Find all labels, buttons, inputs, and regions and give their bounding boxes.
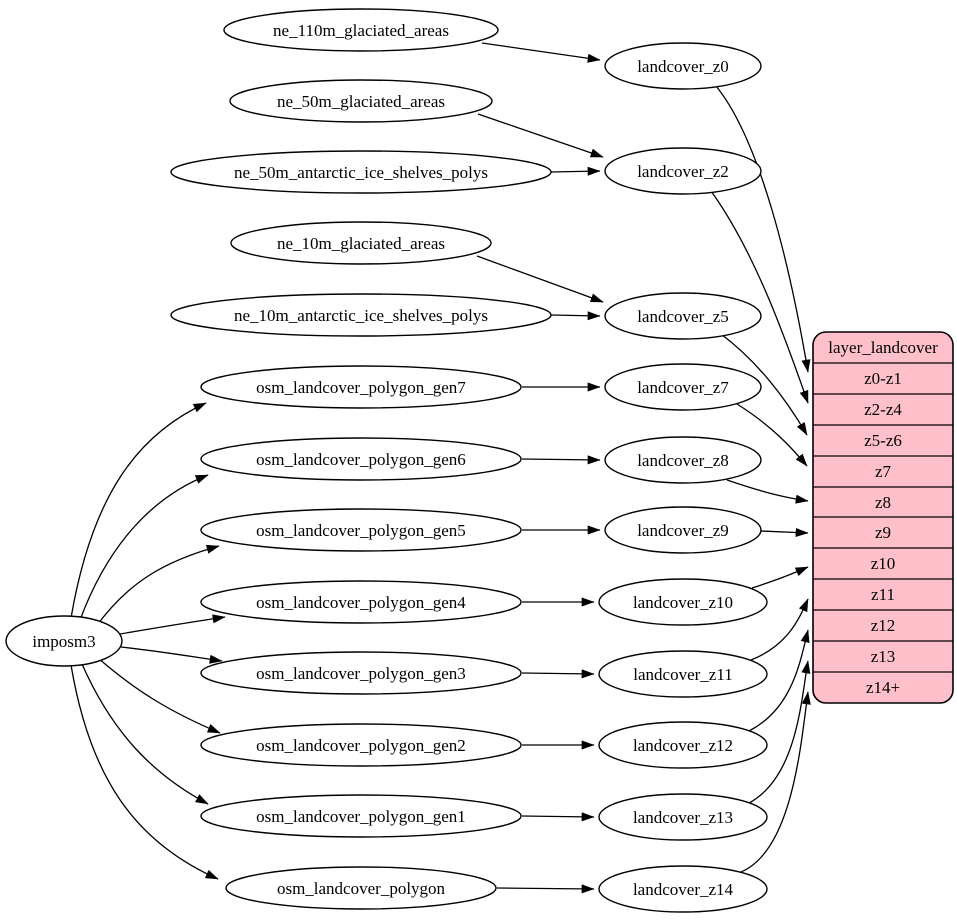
node-label: osm_landcover_polygon: [277, 879, 446, 898]
edge-z0-row0: [715, 85, 811, 373]
edge-z14-row10: [740, 691, 811, 873]
node-imposm3: imposm3: [5, 615, 123, 667]
node-label: landcover_z10: [633, 593, 733, 612]
node-label: osm_landcover_polygon_gen7: [256, 378, 466, 397]
edge-z12-row8: [748, 629, 810, 732]
node-label: landcover_z14: [633, 880, 734, 899]
edge-z7-row3: [736, 403, 808, 467]
edge-z13-row9: [748, 660, 811, 804]
layer-row-z2-z4: z2-z4: [864, 400, 902, 419]
node-landcover-z10: landcover_z10: [598, 578, 768, 626]
node-osm-landcover-polygon-gen1: osm_landcover_polygon_gen1: [200, 794, 522, 838]
node-osm-landcover-polygon-gen6: osm_landcover_polygon_gen6: [200, 437, 522, 481]
node-landcover-z14: landcover_z14: [598, 865, 768, 913]
node-landcover-z9: landcover_z9: [604, 506, 762, 554]
layer-table-header: layer_landcover: [828, 338, 938, 357]
edge-z2-row1: [710, 190, 809, 404]
node-ne-50m-glaciated-areas: ne_50m_glaciated_areas: [229, 79, 493, 123]
node-landcover-z11: landcover_z11: [598, 650, 768, 698]
node-label: landcover_z2: [637, 162, 729, 181]
edge-imposm3-gen3: [120, 646, 223, 664]
node-label: osm_landcover_polygon_gen5: [256, 521, 466, 540]
node-ne-110m-glaciated-areas: ne_110m_glaciated_areas: [223, 8, 499, 52]
node-landcover-z7: landcover_z7: [604, 363, 762, 411]
edge-z5-row2: [720, 333, 808, 436]
node-label: osm_landcover_polygon_gen6: [256, 450, 466, 469]
edge-imposm3-polygon: [70, 664, 219, 880]
edge-imposm3-gen1: [81, 663, 209, 805]
node-label: ne_10m_glaciated_areas: [277, 234, 445, 253]
edge-gen3-z11: [521, 669, 595, 679]
node-label: landcover_z11: [633, 665, 732, 684]
node-osm-landcover-polygon-gen7: osm_landcover_polygon_gen7: [200, 365, 522, 409]
node-ne-50m-antarctic-ice-shelves-polys: ne_50m_antarctic_ice_shelves_polys: [170, 150, 552, 194]
edge-polygon-z14: [496, 884, 595, 894]
node-ne-10m-glaciated-areas: ne_10m_glaciated_areas: [230, 221, 492, 265]
node-landcover-z5: landcover_z5: [604, 292, 762, 340]
edge-gen6-z8: [521, 455, 601, 465]
layer-row-z0-z1: z0-z1: [864, 369, 902, 388]
edge-imposm3-gen7: [70, 402, 207, 619]
node-landcover-z2: landcover_z2: [604, 147, 762, 195]
table-layer-landcover: layer_landcover z0-z1 z2-z4 z5-z6 z7 z8 …: [812, 331, 954, 704]
node-landcover-z12: landcover_z12: [598, 721, 768, 769]
node-label: ne_10m_antarctic_ice_shelves_polys: [234, 306, 488, 325]
node-label: landcover_z13: [633, 808, 733, 827]
edge-ne10m-antarctic-z5: [550, 311, 601, 321]
node-label: osm_landcover_polygon_gen1: [256, 807, 466, 826]
node-label: landcover_z5: [637, 307, 729, 326]
layer-row-z10: z10: [871, 554, 896, 573]
edge-z8-row4: [726, 479, 809, 504]
edge-imposm3-gen4: [119, 614, 226, 635]
edge-z10-row6: [751, 566, 809, 589]
node-ne-10m-antarctic-ice-shelves-polys: ne_10m_antarctic_ice_shelves_polys: [170, 293, 552, 337]
edge-ne50m-antarctic-z2: [550, 166, 601, 176]
layer-row-z7: z7: [875, 462, 892, 481]
node-label: osm_landcover_polygon_gen4: [256, 593, 466, 612]
edge-imposm3-gen6: [79, 474, 209, 621]
node-osm-landcover-polygon-gen5: osm_landcover_polygon_gen5: [200, 508, 522, 552]
edge-imposm3-gen5: [94, 544, 220, 629]
edge-imposm3-gen2: [97, 657, 221, 734]
node-label: landcover_z8: [637, 451, 729, 470]
node-osm-landcover-polygon: osm_landcover_polygon: [225, 866, 497, 910]
node-osm-landcover-polygon-gen3: osm_landcover_polygon_gen3: [200, 651, 522, 695]
node-label: ne_50m_antarctic_ice_shelves_polys: [234, 163, 488, 182]
node-label: landcover_z7: [637, 378, 729, 397]
edge-gen1-z13: [521, 812, 595, 822]
layer-row-z5-z6: z5-z6: [864, 431, 902, 450]
edge-z9-row5: [760, 527, 809, 538]
node-label: ne_110m_glaciated_areas: [273, 21, 449, 40]
node-landcover-z0: landcover_z0: [604, 42, 762, 90]
node-label: osm_landcover_polygon_gen3: [256, 664, 466, 683]
layer-row-z11: z11: [871, 585, 895, 604]
node-label: ne_50m_glaciated_areas: [277, 92, 445, 111]
layer-row-z9: z9: [875, 523, 891, 542]
layer-row-z14plus: z14+: [866, 678, 900, 697]
layer-row-z12: z12: [871, 616, 896, 635]
node-imposm3-label: imposm3: [32, 632, 95, 651]
edge-ne10m-glaciated-z5: [476, 255, 604, 303]
node-osm-landcover-polygon-gen2: osm_landcover_polygon_gen2: [200, 723, 522, 767]
node-osm-landcover-polygon-gen4: osm_landcover_polygon_gen4: [200, 580, 522, 624]
edge-z11-row7: [750, 598, 809, 661]
node-label: osm_landcover_polygon_gen2: [256, 736, 466, 755]
edge-ne110m-z0: [481, 42, 601, 63]
node-landcover-z8: landcover_z8: [604, 436, 762, 484]
node-label: landcover_z9: [637, 521, 729, 540]
node-landcover-z13: landcover_z13: [598, 793, 768, 841]
layer-row-z13: z13: [871, 647, 896, 666]
layer-row-z8: z8: [875, 493, 891, 512]
edge-ne50m-glaciated-z2: [477, 113, 604, 158]
edge-group: [70, 42, 811, 894]
node-label: landcover_z12: [633, 736, 733, 755]
node-label: landcover_z0: [637, 57, 729, 76]
